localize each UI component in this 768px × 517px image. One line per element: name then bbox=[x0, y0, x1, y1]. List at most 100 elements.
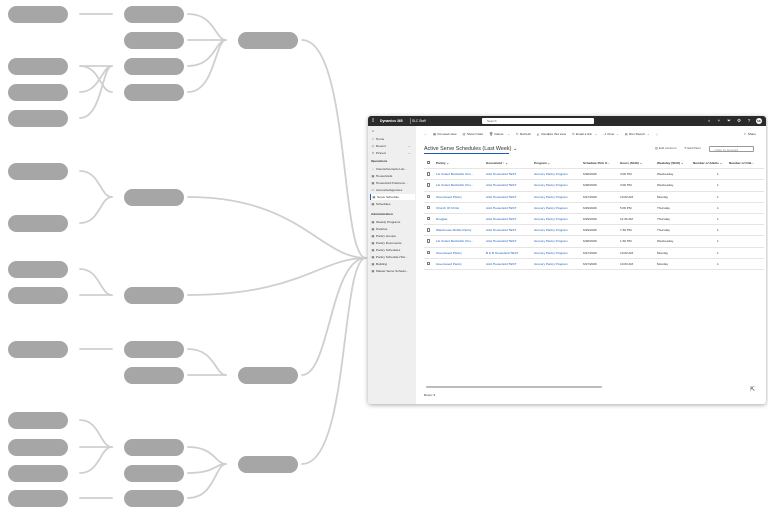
cell-program[interactable]: Grocery Pantry Program bbox=[534, 205, 568, 210]
table-row[interactable]: Greenwood Pantry AAA Household TEST Grocer… bbox=[424, 259, 764, 270]
cell-pantry[interactable]: Church Of Christ bbox=[436, 205, 460, 210]
sidebar-item-pantry-schedules[interactable]: ▦Pantry Schedules bbox=[370, 247, 414, 253]
row-checkbox[interactable] bbox=[427, 261, 431, 266]
filter-keyword-input[interactable]: ⌕ Filter by keyword bbox=[709, 146, 754, 152]
flow-button[interactable]: ⇥Flow⌄ bbox=[603, 132, 618, 136]
cell-program[interactable]: Grocery Pantry Program bbox=[534, 172, 568, 177]
sidebar-menu-toggle[interactable]: ≡ bbox=[370, 128, 414, 134]
cell-program[interactable]: Grocery Pantry Program bbox=[534, 183, 568, 188]
cell-pantry[interactable]: Greenwood Pantry bbox=[436, 194, 462, 199]
cell-program[interactable]: Grocery Pantry Program bbox=[534, 261, 568, 266]
cell-household[interactable]: AAA Household TEST bbox=[486, 183, 517, 188]
cell-household[interactable]: AAA Household TEST bbox=[486, 228, 517, 233]
cell-pantry[interactable]: Douglas bbox=[436, 216, 448, 221]
edit-columns-button[interactable]: ▥ Edit columns bbox=[655, 146, 677, 150]
cell-household[interactable]: AAA Household TEST bbox=[486, 205, 517, 210]
row-checkbox[interactable] bbox=[427, 250, 431, 254]
sidebar-item-home[interactable]: ⌂Home bbox=[370, 136, 414, 142]
sidebar-item-recent[interactable]: ◷Recent⌄ bbox=[370, 143, 414, 149]
sidebar-item-weekly-programs[interactable]: ▦Weekly Programs bbox=[370, 219, 414, 225]
column-header-weekday[interactable]: Weekday (Shift) ⌄ bbox=[657, 161, 684, 165]
sidebar-item-schedules[interactable]: ▦Schedules bbox=[370, 201, 414, 207]
sidebar-item-master-serve-schedule[interactable]: ▦Master Serve Schedu... bbox=[370, 268, 414, 274]
cell-program[interactable]: Grocery Pantry Program bbox=[534, 216, 568, 221]
column-header-children[interactable]: Number of Chil... bbox=[729, 158, 763, 168]
settings-icon[interactable]: ⚙ bbox=[736, 118, 742, 123]
cell-household[interactable]: B & B Household TEST bbox=[486, 250, 519, 255]
cell-household[interactable]: AAA Household TEST bbox=[486, 194, 517, 199]
visualize-view-button[interactable]: ◭Visualize this view bbox=[537, 132, 566, 136]
filter-icon[interactable]: ⏷ bbox=[727, 118, 731, 123]
focused-view-button[interactable]: ▦Focused view bbox=[433, 132, 456, 136]
table-row[interactable]: 1st United Methodist Chu... AAA Household… bbox=[424, 169, 764, 181]
cell-pantry[interactable]: 1st United Methodist Chu... bbox=[436, 239, 474, 244]
column-header-schedule-pickup[interactable]: Schedule Pick U... bbox=[583, 158, 617, 168]
sidebar-item-households[interactable]: ▦Households bbox=[370, 173, 414, 179]
column-header-pantry[interactable]: Pantry ⌄ bbox=[436, 161, 450, 165]
refresh-button[interactable]: ↻Refresh bbox=[516, 132, 531, 136]
sidebar-item-pantries[interactable]: ▦Pantries bbox=[370, 226, 414, 232]
edit-filters-button[interactable]: ⏷ Edit filters bbox=[684, 146, 701, 150]
run-report-button[interactable]: ▤Run Report⌄ bbox=[625, 132, 650, 136]
sidebar-item-serve-schedule[interactable]: ▦Serve Schedule bbox=[370, 194, 415, 200]
cell-pantry[interactable]: Greenwood Pantry bbox=[436, 250, 462, 255]
row-checkbox[interactable] bbox=[427, 172, 431, 176]
lightbulb-icon[interactable]: ♁ bbox=[707, 118, 711, 123]
table-row[interactable]: Warehouse Mobile Pantry AAA Household TES… bbox=[424, 225, 764, 237]
column-header-hours[interactable]: Hours (Shift) ⌄ bbox=[620, 161, 643, 165]
global-search-input[interactable]: Search bbox=[482, 118, 594, 124]
app-launcher-icon[interactable]: ⁞⁞ bbox=[371, 118, 375, 124]
row-checkbox[interactable] bbox=[427, 205, 431, 210]
cell-program[interactable]: Grocery Pantry Program bbox=[534, 239, 568, 244]
sidebar-item-pantry-schedule-history[interactable]: ▦Pantry Schedule Hist... bbox=[370, 254, 414, 260]
cell-pantry[interactable]: 1st United Methodist Chu... bbox=[436, 183, 474, 188]
sidebar-item-label: Master Serve Schedu... bbox=[376, 269, 409, 273]
row-checkbox[interactable] bbox=[427, 228, 431, 232]
environment-name[interactable]: SLC Staff bbox=[412, 119, 426, 123]
cell-pantry[interactable]: Greenwood Pantry bbox=[436, 261, 462, 266]
select-all-checkbox[interactable] bbox=[427, 161, 431, 165]
sidebar-item-building[interactable]: ▦Building bbox=[370, 261, 414, 267]
table-row[interactable]: 1st United Methodist Chu... AAA Household… bbox=[424, 236, 764, 248]
sidebar-item-pantry-groups[interactable]: ▦Pantry Groups bbox=[370, 233, 414, 239]
cell-household[interactable]: AAA Household TEST bbox=[486, 261, 517, 266]
horizontal-scrollbar[interactable] bbox=[426, 386, 602, 388]
delete-button[interactable]: 🗑Delete⌄ bbox=[489, 132, 510, 136]
table-row[interactable]: Douglas AAA Household TEST Grocery Pantry … bbox=[424, 214, 764, 226]
cell-program[interactable]: Grocery Pantry Program bbox=[534, 228, 568, 233]
more-commands-icon[interactable]: ⋮ bbox=[655, 132, 659, 136]
column-header-household[interactable]: Household ↑ ⌄ bbox=[486, 161, 508, 165]
table-row[interactable]: 1st United Methodist Chu... AAA Household… bbox=[424, 180, 764, 192]
table-row[interactable]: Greenwood Pantry B & B Household TEST Groc… bbox=[424, 248, 764, 259]
cell-household[interactable]: AAA Household TEST bbox=[486, 172, 517, 177]
cell-household[interactable]: AAA Household TEST bbox=[486, 216, 517, 221]
cell-household[interactable]: AAA Household TEST bbox=[486, 239, 517, 244]
show-chart-button[interactable]: ▥Show Chart bbox=[462, 132, 483, 136]
share-button[interactable]: ⇪Share bbox=[744, 132, 756, 136]
flow-node bbox=[8, 490, 68, 507]
add-icon[interactable]: + bbox=[717, 118, 721, 123]
avatar[interactable]: SK bbox=[756, 118, 762, 124]
view-selector[interactable]: Active Serve Schedules (Last Week) ⌄ bbox=[424, 146, 517, 152]
row-checkbox[interactable] bbox=[427, 239, 431, 243]
sidebar-item-household-preferences[interactable]: ▦Household Preferenc... bbox=[370, 180, 414, 186]
cell-pantry[interactable]: 1st United Methodist Chu... bbox=[436, 172, 474, 177]
help-icon[interactable]: ? bbox=[747, 118, 751, 123]
cell-pantry[interactable]: Warehouse Mobile Pantry bbox=[436, 228, 472, 233]
sidebar-item-clients-contacts[interactable]: ▫Clients/Contacts List... bbox=[370, 166, 414, 172]
row-checkbox[interactable] bbox=[427, 183, 431, 187]
brand-name[interactable]: Dynamics 365 bbox=[380, 119, 403, 123]
column-header-adults[interactable]: Number of Adults ⌄ bbox=[693, 161, 723, 165]
sidebar-item-pantry-documents[interactable]: ▦Pantry Documents bbox=[370, 240, 414, 246]
back-button[interactable]: ← bbox=[424, 132, 427, 136]
row-checkbox[interactable] bbox=[427, 216, 431, 221]
column-header-program[interactable]: Program ⌄ bbox=[534, 161, 551, 165]
sidebar-item-accounts-agencies[interactable]: ▭Accounts/Agencies bbox=[370, 187, 414, 193]
table-row[interactable]: Greenwood Pantry AAA Household TEST Grocer… bbox=[424, 192, 764, 203]
cell-program[interactable]: Grocery Pantry Program bbox=[534, 194, 568, 199]
row-checkbox[interactable] bbox=[427, 194, 431, 198]
table-row[interactable]: Church Of Christ AAA Household TEST Grocer… bbox=[424, 203, 764, 214]
sidebar-item-pinned[interactable]: ✎Pinned⌄ bbox=[370, 150, 414, 156]
email-link-button[interactable]: ✉Email a link⌄ bbox=[572, 132, 598, 136]
cell-program[interactable]: Grocery Pantry Program bbox=[534, 250, 568, 255]
